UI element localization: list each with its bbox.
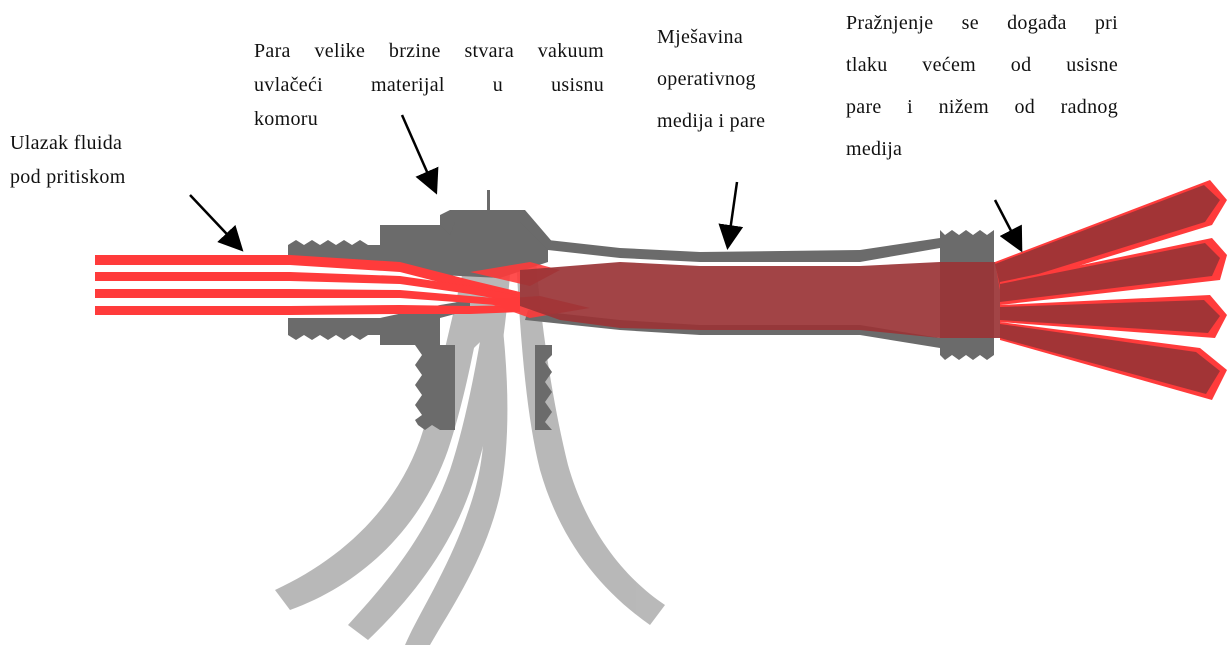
discharge-label-line: tlaku većem od usisne [846,48,1118,82]
discharge-label-line: pare i nižem od radnog [846,90,1118,124]
motive-fluid-jets [95,255,590,318]
suction-label-line: uvlačeći materijal u usisnu [254,68,604,102]
inlet-thread-bottom [288,318,380,340]
discharge-arrow [995,200,1020,248]
diffuser-top-wall [548,238,940,262]
mixing-label-line: Mješavina [657,20,765,54]
inlet-arrow [190,195,240,248]
suction-thread-left [415,345,455,430]
suction-label: Para velike brzine stvara vakuum uvlačeć… [254,34,604,136]
mixing-arrow [728,182,737,245]
discharge-plumes [995,180,1227,400]
suction-label-line: Para velike brzine stvara vakuum [254,34,604,68]
inlet-label-line: pod pritiskom [10,160,126,194]
mixing-label-line: operativnog [657,62,765,96]
discharge-label-line: Pražnjenje se događa pri [846,6,1118,40]
mixing-label-line: medija i pare [657,104,765,138]
inlet-label: Ulazak fluida pod pritiskom [10,126,126,194]
discharge-label-line: medija [846,132,1118,166]
suction-label-line: komoru [254,102,604,136]
discharge-label: Pražnjenje se događa pri tlaku većem od … [846,6,1118,166]
inlet-label-line: Ulazak fluida [10,126,126,160]
mixing-label: Mješavina operativnog medija i pare [657,20,765,138]
